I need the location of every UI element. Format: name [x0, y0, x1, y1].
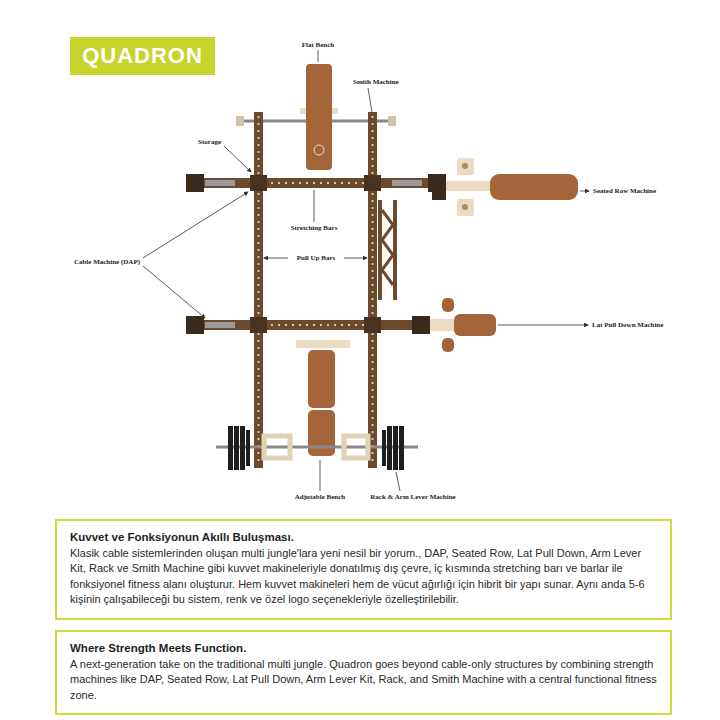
part-label: Seated Row Machine — [592, 187, 657, 196]
frame — [264, 182, 367, 184]
seated-row-machine — [462, 204, 468, 210]
frame — [258, 116, 260, 466]
lat-pull-down-machine — [454, 314, 496, 336]
flat-bench — [306, 64, 332, 170]
seated-row-machine — [446, 181, 496, 191]
leader-lines — [143, 266, 205, 318]
lat-pull-down-machine — [430, 298, 496, 352]
leader-lines — [368, 88, 372, 112]
leader-lines — [318, 50, 319, 62]
cable-pulleys — [186, 174, 446, 334]
part-label: Cable Machine (DAP) — [73, 258, 141, 267]
rack-arm-lever — [264, 436, 290, 458]
frame — [250, 317, 267, 333]
seated-row-machine — [432, 176, 446, 200]
seated-row-machine — [432, 158, 578, 216]
cable-pulleys — [205, 180, 235, 186]
rack-arm-lever — [240, 426, 245, 470]
seated-row-machine — [462, 163, 468, 169]
flat-bench — [314, 145, 324, 155]
part-label: Lat Pull Down Machine — [591, 321, 664, 330]
frame — [254, 112, 263, 468]
frame — [368, 112, 377, 468]
leader-lines — [498, 325, 588, 326]
cable-pulleys — [392, 180, 422, 186]
part-label: Pull Up Bars — [296, 254, 337, 263]
cable-pulleys — [186, 316, 204, 334]
leader-lines — [143, 50, 589, 491]
leader-lines — [580, 191, 589, 192]
seated-row-machine — [490, 174, 578, 200]
frame — [364, 175, 381, 191]
storage-ladder — [378, 200, 382, 300]
frame — [372, 116, 374, 466]
rack-arm-lever — [382, 430, 386, 466]
frame — [364, 317, 381, 333]
lat-pull-down-machine — [442, 338, 454, 352]
frame — [264, 324, 367, 326]
rack-arm-lever — [246, 430, 250, 466]
adjustable-bench — [308, 350, 335, 408]
rack-arm-lever — [216, 426, 418, 470]
text-panel: Where Strength Meets Function.A next-gen… — [55, 630, 672, 715]
rack-arm-lever — [387, 426, 392, 470]
part-label: Adjutable Bench — [294, 493, 346, 502]
adjustable-bench — [296, 340, 350, 348]
leader-lines — [264, 258, 288, 259]
storage-ladder — [393, 200, 397, 300]
leader-lines — [320, 460, 321, 491]
frame — [250, 175, 267, 191]
part-label: Smith Machine — [352, 78, 400, 87]
panel-heading: Kuvvet ve Fonksiyonun Akıllı Buluşması. — [70, 530, 657, 546]
rack-arm-lever — [228, 426, 233, 470]
text-panel: Kuvvet ve Fonksiyonun Akıllı Buluşması.K… — [55, 519, 672, 620]
panel-heading: Where Strength Meets Function. — [70, 641, 657, 657]
part-label: Rack & Arm Lever Machine — [369, 493, 456, 502]
panel-body: Klasik cable sistemlerinden oluşan multi… — [70, 546, 657, 608]
seated-row-machine — [457, 158, 474, 175]
seated-row-machine — [457, 199, 474, 216]
cable-pulleys — [186, 174, 204, 192]
storage-ladder — [378, 200, 397, 300]
panel-body: A next-generation take on the traditiona… — [70, 657, 657, 704]
adjustable-bench — [308, 410, 335, 456]
rack-arm-lever — [344, 436, 368, 458]
brand-badge: QUADRON — [70, 37, 215, 75]
smith-bar — [388, 116, 396, 126]
cable-pulleys — [412, 316, 430, 334]
leader-lines — [344, 258, 367, 259]
leader-lines — [224, 146, 251, 172]
brand-name: QUADRON — [82, 43, 203, 69]
frame — [188, 178, 445, 188]
leader-lines — [314, 190, 315, 222]
part-label: Flat Bench — [301, 41, 335, 50]
storage-ladder — [382, 210, 393, 285]
part-label: Stretching Bars — [290, 224, 339, 233]
frame — [188, 320, 445, 330]
flat-bench — [300, 64, 338, 170]
smith-bar — [236, 116, 244, 126]
cable-pulleys — [205, 322, 235, 328]
part-label: Storage — [197, 138, 222, 147]
rack-arm-lever — [393, 426, 398, 470]
rack-arm-lever — [234, 426, 239, 470]
rack-arm-lever — [399, 426, 404, 470]
leader-lines — [396, 472, 400, 491]
lat-pull-down-machine — [442, 298, 454, 312]
leader-lines — [143, 192, 248, 258]
